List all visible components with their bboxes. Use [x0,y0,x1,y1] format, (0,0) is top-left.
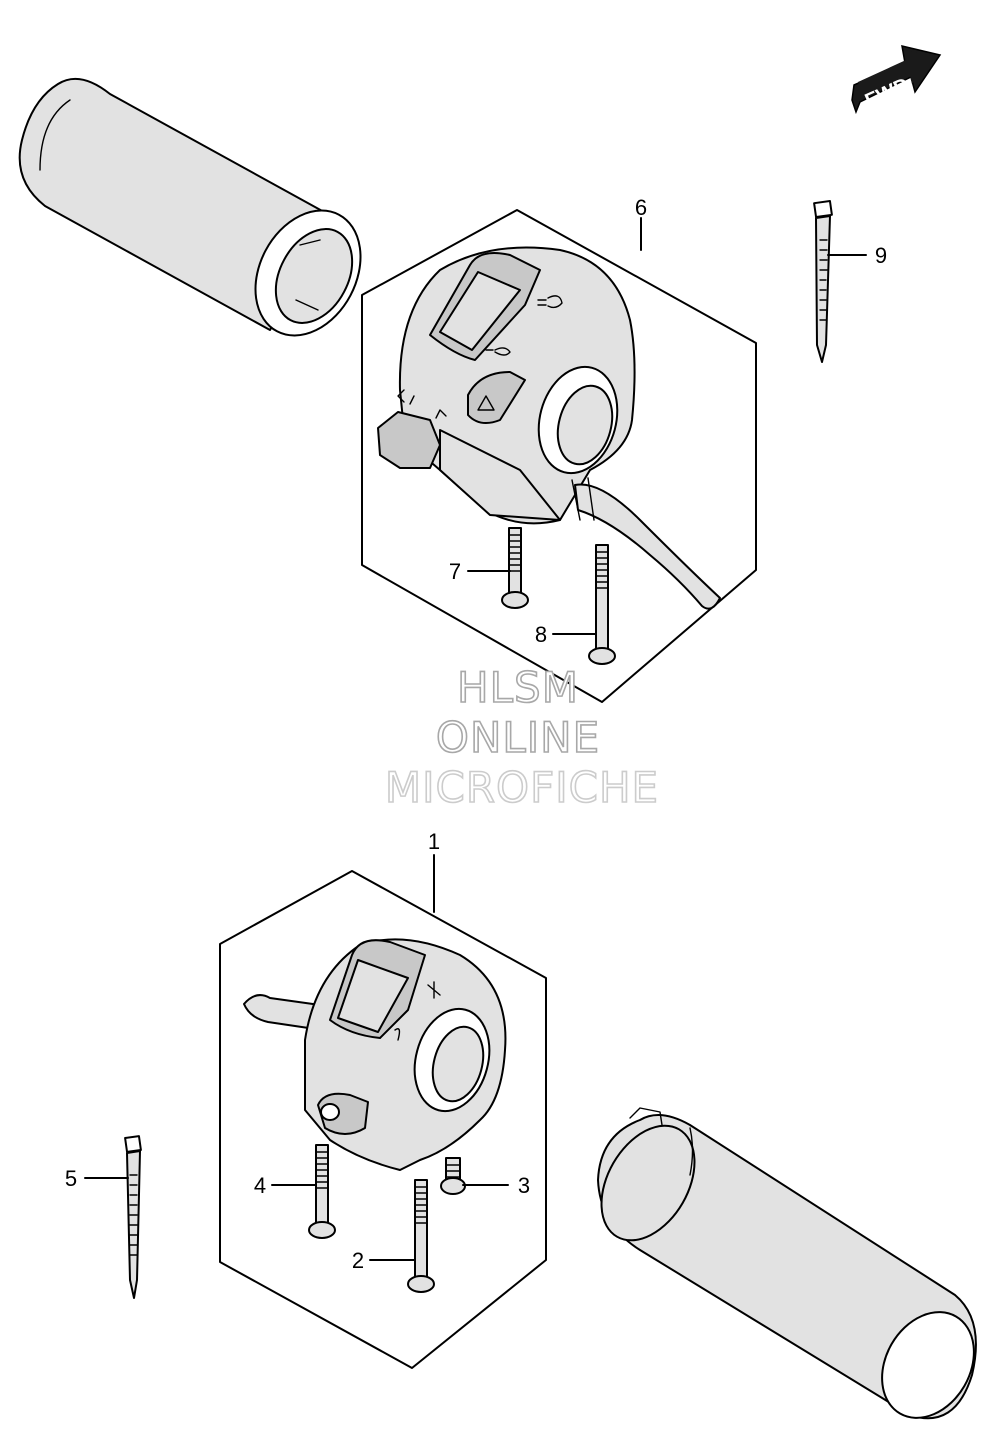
switch-assembly-left-group [219,854,547,1369]
callout-5: 5 [65,1166,77,1191]
screw-3 [440,1157,466,1195]
watermark-hlsm: HLSM [457,663,579,712]
callout-4: 4 [254,1173,266,1198]
callout-7: 7 [449,559,461,584]
turn-signal-icon [397,389,447,419]
callout-1: 1 [428,829,440,854]
screw-4 [308,1144,336,1239]
callout-6: 6 [635,195,647,220]
callout-2: 2 [352,1248,364,1273]
cable-tie-5 [84,1135,142,1299]
right-grip [597,1107,977,1420]
watermark-online: ONLINE [436,713,600,762]
left-grip [18,77,362,337]
screw-8 [588,544,616,665]
screw-7 [501,527,529,609]
headlight-icon [537,295,563,309]
watermark: HLSM ONLINE MICROFICHE [384,662,659,813]
screw-2 [407,1179,435,1293]
fwd-arrow-icon: FWD [851,45,942,115]
callout-9: 9 [875,243,887,268]
cable-tie-9 [813,199,867,363]
callout-8: 8 [535,622,547,647]
watermark-microfiche: MICROFICHE [385,763,659,812]
hazard-icon [477,395,495,411]
callout-3: 3 [518,1173,530,1198]
horn-icon [485,347,511,356]
switch-assembly-right-group [361,209,757,703]
